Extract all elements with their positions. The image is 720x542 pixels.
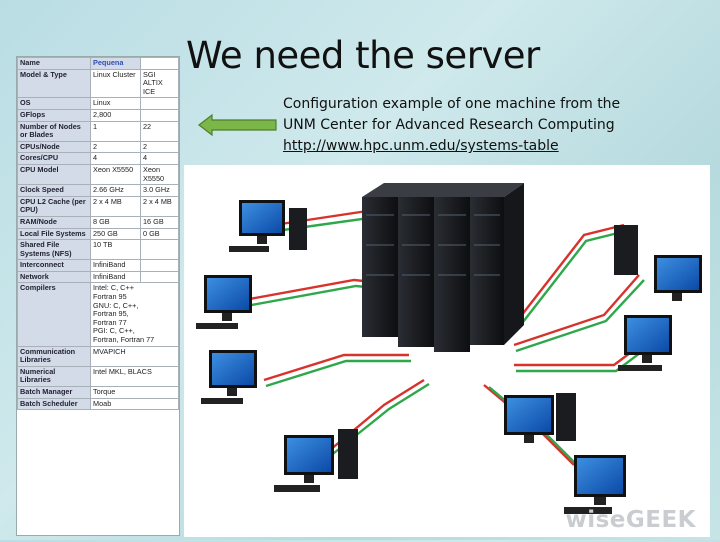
row-value-1: 2,800 xyxy=(90,108,141,122)
row-value-2: 2 xyxy=(140,140,179,154)
compiler-item: GNU: C, C++, xyxy=(93,300,139,310)
row-value: MVAPICH xyxy=(90,345,179,367)
compiler-item: Fortran 95 xyxy=(93,292,127,302)
row-label: Clock Speed xyxy=(17,184,91,197)
row-label: Shared File Systems (NFS) xyxy=(17,239,91,261)
caption-line-2: UNM Center for Advanced Research Computi… xyxy=(283,117,615,133)
row-value-1: Linux xyxy=(90,97,141,110)
row-label: Network xyxy=(17,270,91,284)
compiler-item: Fortran 95, xyxy=(93,309,129,319)
wisegeek-watermark: wiseGEEK xyxy=(565,507,696,533)
row-value-2: 0 GB xyxy=(140,227,179,241)
row-value: Torque xyxy=(90,386,179,399)
network-diagram-art xyxy=(196,183,702,514)
row-value-1: 10 TB xyxy=(90,239,141,261)
server-network-illustration: wiseGEEK xyxy=(184,165,710,537)
row-label: Model & Type xyxy=(17,68,91,99)
row-value-2: 16 GB xyxy=(140,215,179,229)
row-value-2 xyxy=(140,57,179,70)
row-value-2: 3.0 GHz xyxy=(140,184,179,197)
row-value: Intel MKL, BLACS xyxy=(90,365,179,388)
row-label: OS xyxy=(17,97,91,110)
slide-title: We need the server xyxy=(186,34,540,77)
left-arrow-icon xyxy=(198,114,277,136)
workstations xyxy=(196,200,702,514)
row-value-2 xyxy=(140,108,179,122)
row-value-1: 2 xyxy=(90,140,141,154)
row-value-2 xyxy=(140,239,179,261)
row-label: Name xyxy=(17,57,91,70)
row-value-1: 2.66 GHz xyxy=(90,184,141,197)
row-value-1: Pequena xyxy=(90,57,141,70)
row-value: Moab xyxy=(90,397,179,411)
row-label: Cores/CPU xyxy=(17,152,91,165)
row-value-1: 4 xyxy=(90,152,141,165)
row-value-2 xyxy=(140,259,179,272)
row-label: CPU Model xyxy=(17,163,91,186)
server-racks xyxy=(362,183,524,352)
row-label: GFlops xyxy=(17,108,91,122)
row-label: RAM/Node xyxy=(17,215,91,229)
row-value-2: 2 x 4 MB xyxy=(140,195,179,217)
row-value-1: 1 xyxy=(90,120,141,142)
row-value-1: Xeon X5550 xyxy=(90,163,141,186)
caption: Configuration example of one machine fro… xyxy=(283,94,683,157)
row-value-1: 8 GB xyxy=(90,215,141,229)
row-value-1: Linux Cluster xyxy=(90,68,141,99)
row-value-1: InfiniBand xyxy=(90,259,141,272)
row-value-2 xyxy=(140,97,179,110)
row-label: Batch Manager xyxy=(17,386,91,399)
row-label: Number of Nodes or Blades xyxy=(17,120,91,142)
compiler-item: PGI: C, C++, xyxy=(93,326,135,336)
compiler-item: Fortran 77 xyxy=(93,317,127,327)
compiler-item: Fortran, Fortran 77 xyxy=(93,335,155,345)
row-value-2 xyxy=(140,270,179,284)
caption-line-1: Configuration example of one machine fro… xyxy=(283,96,621,112)
row-value-2: 22 xyxy=(140,120,179,142)
row-label: CPU L2 Cache (per CPU) xyxy=(17,195,91,217)
row-value-2: Xeon X5550 xyxy=(140,163,179,186)
row-value-2: 4 xyxy=(140,152,179,165)
row-value-1: 250 GB xyxy=(90,227,141,241)
row-label: CPUs/Node xyxy=(17,140,91,154)
row-value-1: 2 x 4 MB xyxy=(90,195,141,217)
row-label: Batch Scheduler xyxy=(17,397,91,411)
row-value-2: SGI ALTIX ICE xyxy=(140,68,179,99)
table-row: Shared File Systems (NFS)10 TB xyxy=(17,239,179,261)
row-label: Interconnect xyxy=(17,259,91,272)
row-value-1: InfiniBand xyxy=(90,270,141,284)
systems-table-link[interactable]: http://www.hpc.unm.edu/systems-table xyxy=(283,138,559,154)
row-label: Local File Systems xyxy=(17,227,91,241)
compiler-item: Intel: C, C++ xyxy=(93,283,134,293)
row-label: Numerical Libraries xyxy=(17,365,91,388)
row-label: Compilers xyxy=(17,282,91,347)
row-label: Communication Libraries xyxy=(17,345,91,367)
